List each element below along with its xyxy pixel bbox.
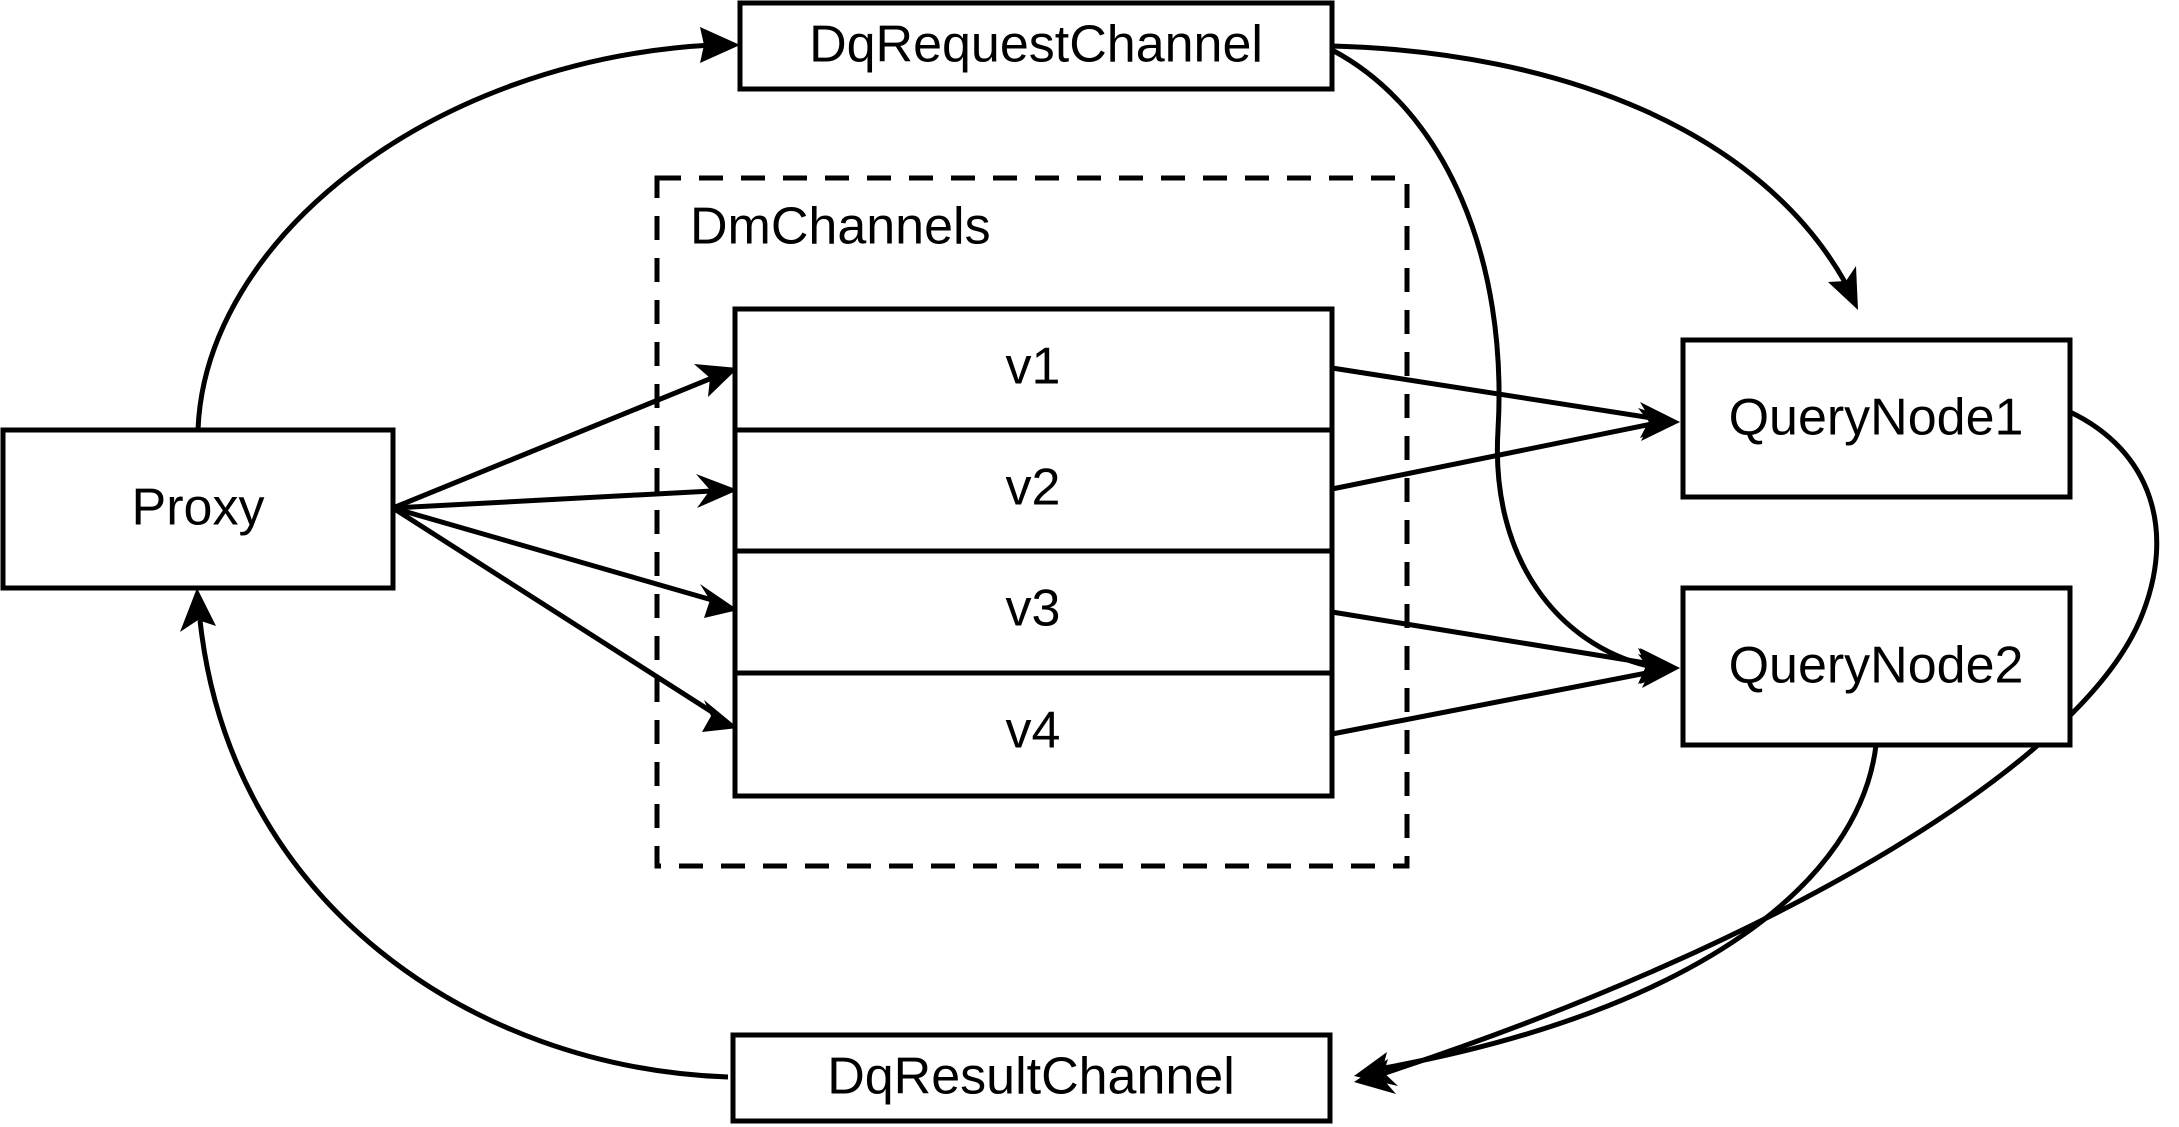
dq-result-channel-box[interactable] [730,1032,1333,1124]
arrowhead-icon [180,588,216,632]
edge-proxy-to-v4 [391,505,738,732]
query-node-1-label: QueryNode1 [1729,389,2024,447]
dq-result-channel-label: DqResultChannel [827,1048,1235,1106]
edge-dqrequestchannel-to-querynode2 [1330,47,1678,684]
node-query-node-2[interactable]: QueryNode2 [1680,585,2073,748]
edge-v2-to-querynode1 [1331,408,1680,492]
node-dq-result-channel[interactable]: DqResultChannel [730,1032,1333,1124]
proxy-box[interactable] [0,427,396,591]
channel-stack: v1 v2 v3 v4 [732,306,1335,799]
channel-label-v1[interactable]: v1 [1006,338,1061,396]
edge-querynode1-to-dqresultchannel [1354,409,2160,1094]
arrowhead-icon [1638,408,1680,441]
edge-querynode2-to-dqresultchannel [1354,744,1879,1086]
edge-dqrequestchannel-to-querynode1 [1331,43,1858,310]
dq-request-channel-box[interactable] [737,0,1335,92]
edge-proxy-to-v1 [392,364,738,511]
dmchannels-group-label: DmChannels [690,198,991,256]
node-query-node-1[interactable]: QueryNode1 [1680,337,2073,500]
arrowhead-icon [702,700,738,732]
arrowhead-icon [1354,1052,1398,1086]
channel-label-v3[interactable]: v3 [1006,580,1061,638]
arrowhead-icon [1828,266,1858,310]
dmchannels-group-box [654,175,1410,869]
query-node-2-label: QueryNode2 [1729,637,2024,695]
dq-request-channel-label: DqRequestChannel [809,16,1263,74]
arrowhead-icon [700,584,738,618]
edge-v3-to-querynode2 [1331,609,1680,684]
query-node-2-box[interactable] [1680,585,2073,748]
edge-dqresultchannel-to-proxy [180,588,729,1080]
edge-proxy-to-v3 [392,505,738,618]
node-dq-request-channel[interactable]: DqRequestChannel [737,0,1335,92]
arrowhead-icon [700,27,740,63]
channel-label-v4[interactable]: v4 [1006,702,1061,760]
edge-v4-to-querynode2 [1331,654,1680,737]
arrowhead-icon [1638,654,1680,688]
query-node-1-box[interactable] [1680,337,2073,500]
edge-proxy-to-dqrequestchannel [195,27,740,431]
arrowhead-icon [694,364,738,397]
arrowhead-icon [696,474,738,508]
channel-label-v2[interactable]: v2 [1006,459,1061,517]
proxy-label: Proxy [132,479,265,537]
edge-proxy-to-v2 [392,474,738,511]
node-proxy[interactable]: Proxy [0,427,396,591]
